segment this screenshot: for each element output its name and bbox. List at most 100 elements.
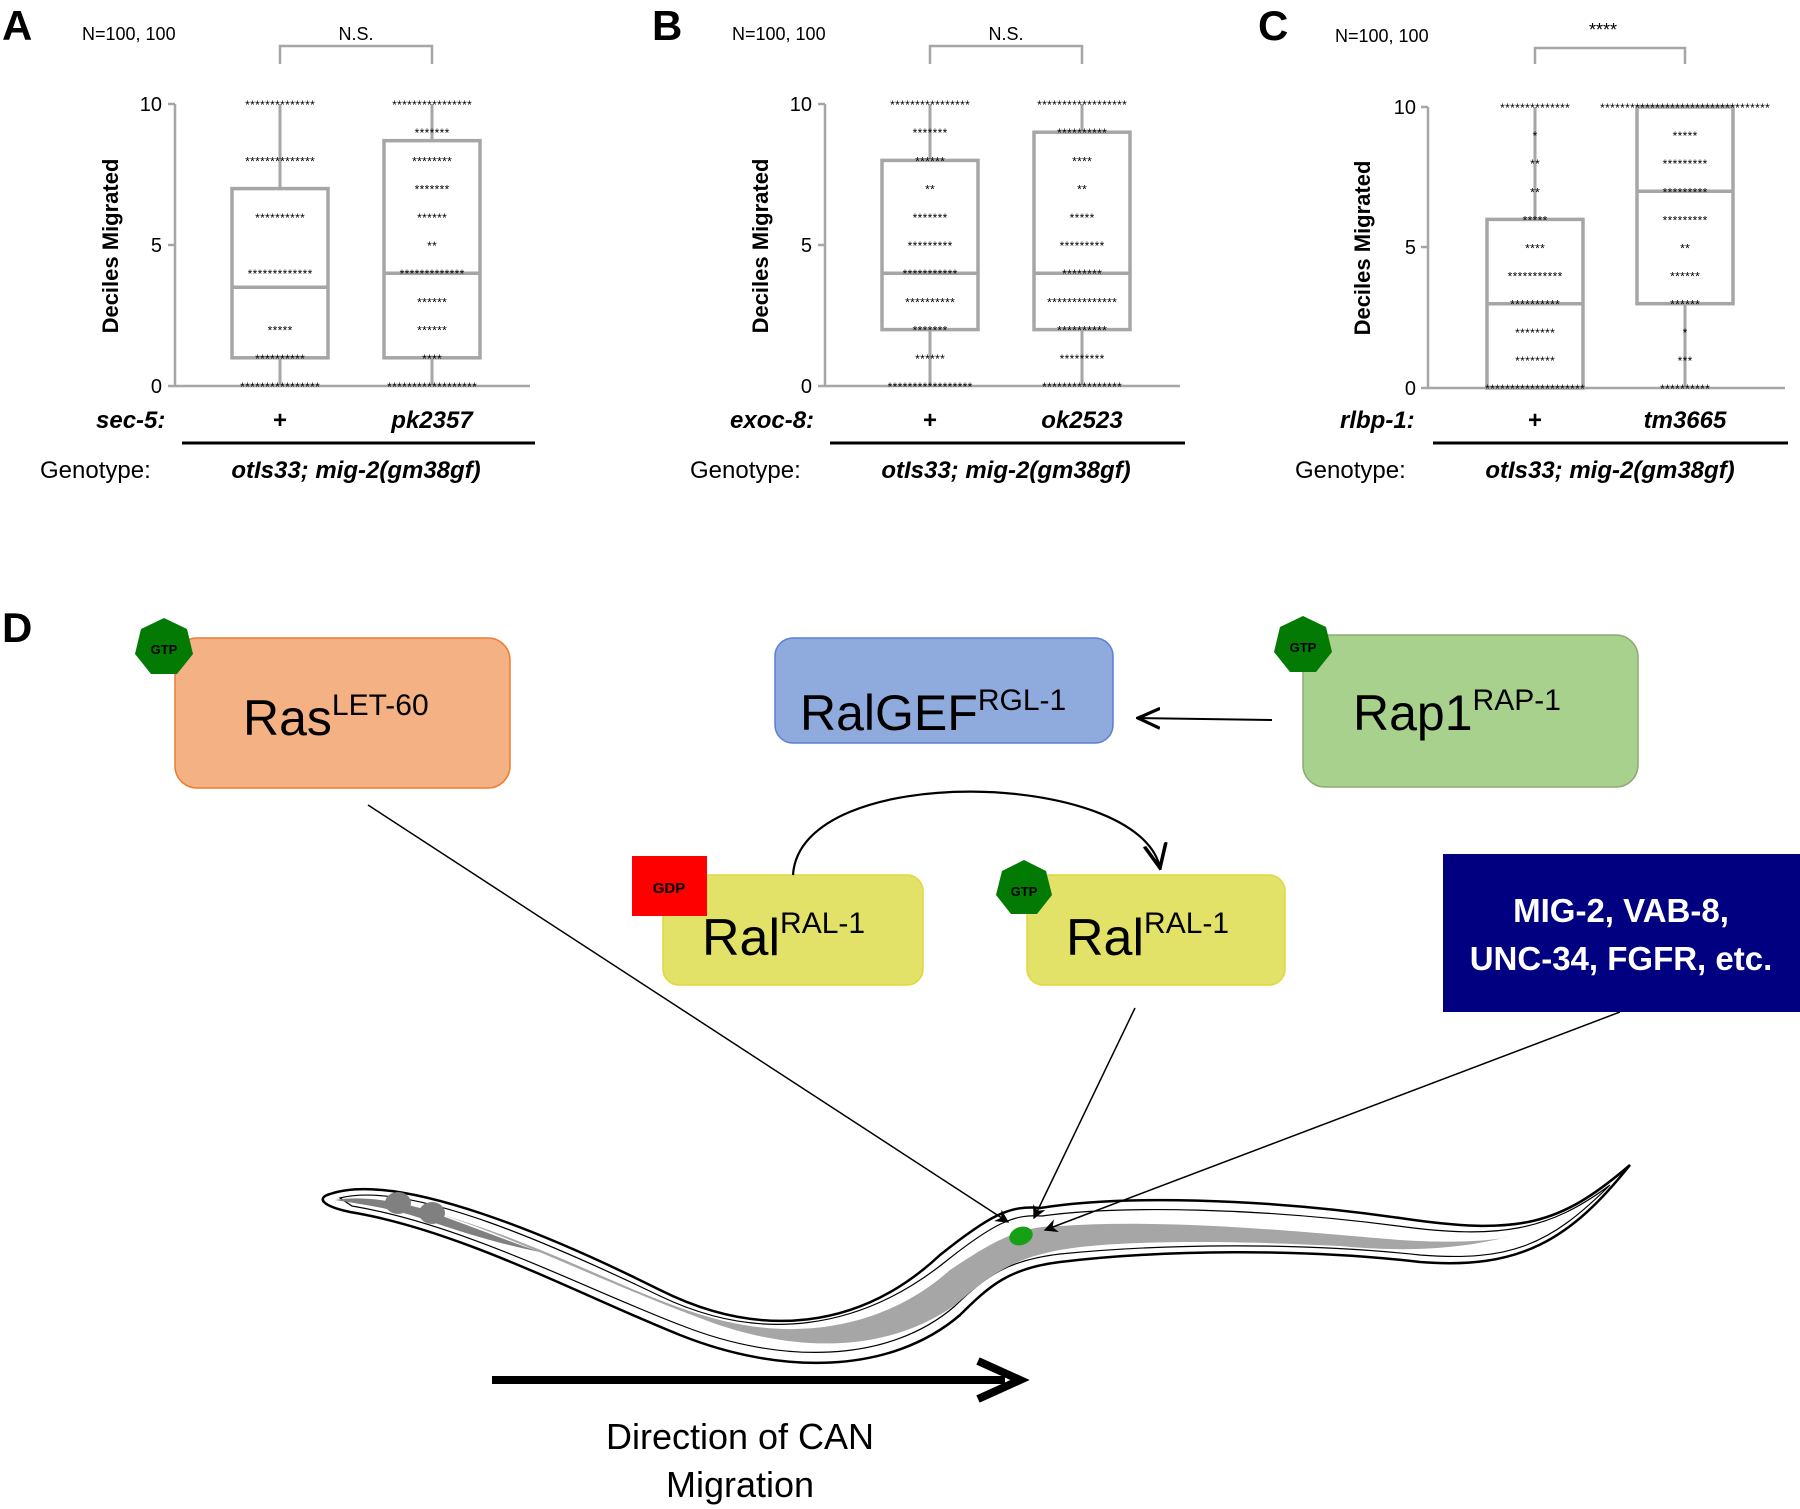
data-point: * bbox=[265, 98, 270, 112]
data-point: * bbox=[1765, 101, 1770, 115]
data-point: * bbox=[432, 380, 437, 394]
data-point: * bbox=[1057, 126, 1062, 140]
data-point: * bbox=[310, 98, 315, 112]
data-point: * bbox=[422, 324, 427, 338]
data-point: * bbox=[1645, 101, 1650, 115]
data-point: * bbox=[945, 98, 950, 112]
data-point: * bbox=[1092, 126, 1097, 140]
data-point: * bbox=[1530, 157, 1535, 171]
data-point: * bbox=[933, 211, 938, 225]
data-point: * bbox=[295, 352, 300, 366]
data-point: * bbox=[432, 352, 437, 366]
data-point: * bbox=[1693, 129, 1698, 143]
data-point: * bbox=[1070, 352, 1075, 366]
data-point: * bbox=[1530, 242, 1535, 256]
data-point: * bbox=[427, 98, 432, 112]
data-point: * bbox=[1112, 98, 1117, 112]
data-point: * bbox=[1077, 295, 1082, 309]
data-point: * bbox=[1703, 213, 1708, 227]
data-point: * bbox=[432, 239, 437, 253]
data-point: * bbox=[270, 154, 275, 168]
data-point: * bbox=[935, 154, 940, 168]
data-point: * bbox=[1545, 101, 1550, 115]
data-point: * bbox=[928, 239, 933, 253]
data-point: * bbox=[300, 352, 305, 366]
data-point: * bbox=[933, 267, 938, 281]
data-point: * bbox=[290, 380, 295, 394]
data-point: * bbox=[300, 211, 305, 225]
data-point: * bbox=[1535, 157, 1540, 171]
data-point: * bbox=[415, 267, 420, 281]
data-point: * bbox=[913, 267, 918, 281]
data-point: * bbox=[1067, 380, 1072, 394]
data-point: * bbox=[1107, 98, 1112, 112]
data-point: * bbox=[445, 183, 450, 197]
data-point: * bbox=[1042, 380, 1047, 394]
data-point: * bbox=[938, 239, 943, 253]
data-point: * bbox=[290, 98, 295, 112]
data-point: * bbox=[1555, 101, 1560, 115]
data-point: * bbox=[245, 154, 250, 168]
data-point: * bbox=[1090, 239, 1095, 253]
data-point: * bbox=[920, 295, 925, 309]
data-point: * bbox=[940, 295, 945, 309]
panel-letter-a: A bbox=[2, 2, 32, 49]
data-point: * bbox=[913, 211, 918, 225]
genotype-label: Genotype: bbox=[690, 457, 801, 484]
data-point: * bbox=[255, 154, 260, 168]
data-point: * bbox=[255, 380, 260, 394]
data-point: * bbox=[250, 154, 255, 168]
data-point: * bbox=[1092, 380, 1097, 394]
data-point: * bbox=[285, 211, 290, 225]
data-point: * bbox=[960, 98, 965, 112]
data-point: * bbox=[1675, 270, 1680, 284]
data-point: * bbox=[290, 154, 295, 168]
data-point: * bbox=[1077, 154, 1082, 168]
ras-box bbox=[174, 637, 511, 789]
y-tick-label: 10 bbox=[1394, 97, 1416, 119]
data-point: * bbox=[910, 98, 915, 112]
data-point: * bbox=[1540, 298, 1545, 312]
data-point: * bbox=[1087, 98, 1092, 112]
data-point: * bbox=[1485, 382, 1490, 396]
data-point: * bbox=[1660, 382, 1665, 396]
data-point: * bbox=[1698, 213, 1703, 227]
data-point: * bbox=[1510, 382, 1515, 396]
data-point: * bbox=[260, 352, 265, 366]
data-point: * bbox=[1683, 157, 1688, 171]
data-point: * bbox=[1080, 239, 1085, 253]
data-point: * bbox=[250, 380, 255, 394]
data-point: * bbox=[280, 352, 285, 366]
data-point: * bbox=[898, 380, 903, 394]
data-point: * bbox=[1678, 157, 1683, 171]
data-point: * bbox=[1625, 101, 1630, 115]
data-point: * bbox=[1553, 270, 1558, 284]
other-regulators-line1: MIG-2, VAB-8, bbox=[1513, 892, 1729, 929]
data-point: * bbox=[1102, 98, 1107, 112]
data-point: * bbox=[943, 324, 948, 338]
data-point: * bbox=[308, 267, 313, 281]
data-point: * bbox=[278, 267, 283, 281]
data-point: * bbox=[417, 154, 422, 168]
data-point: * bbox=[1097, 267, 1102, 281]
significance-bracket bbox=[1533, 46, 1687, 64]
data-point: * bbox=[1072, 267, 1077, 281]
data-point: * bbox=[1515, 298, 1520, 312]
data-point: * bbox=[240, 380, 245, 394]
worm-gut bbox=[440, 1214, 1510, 1344]
data-point: * bbox=[1550, 382, 1555, 396]
data-point: * bbox=[1047, 295, 1052, 309]
gtp-label: GTP bbox=[1011, 884, 1038, 899]
data-point: * bbox=[1673, 157, 1678, 171]
data-point: * bbox=[275, 98, 280, 112]
data-point: * bbox=[1500, 382, 1505, 396]
data-point: * bbox=[1087, 267, 1092, 281]
y-axis-label: Deciles Migrated bbox=[98, 159, 123, 334]
data-point: * bbox=[255, 352, 260, 366]
data-point: * bbox=[1525, 326, 1530, 340]
data-point: * bbox=[893, 380, 898, 394]
data-point: * bbox=[1530, 326, 1535, 340]
data-point: * bbox=[1500, 101, 1505, 115]
data-point: * bbox=[1525, 354, 1530, 368]
